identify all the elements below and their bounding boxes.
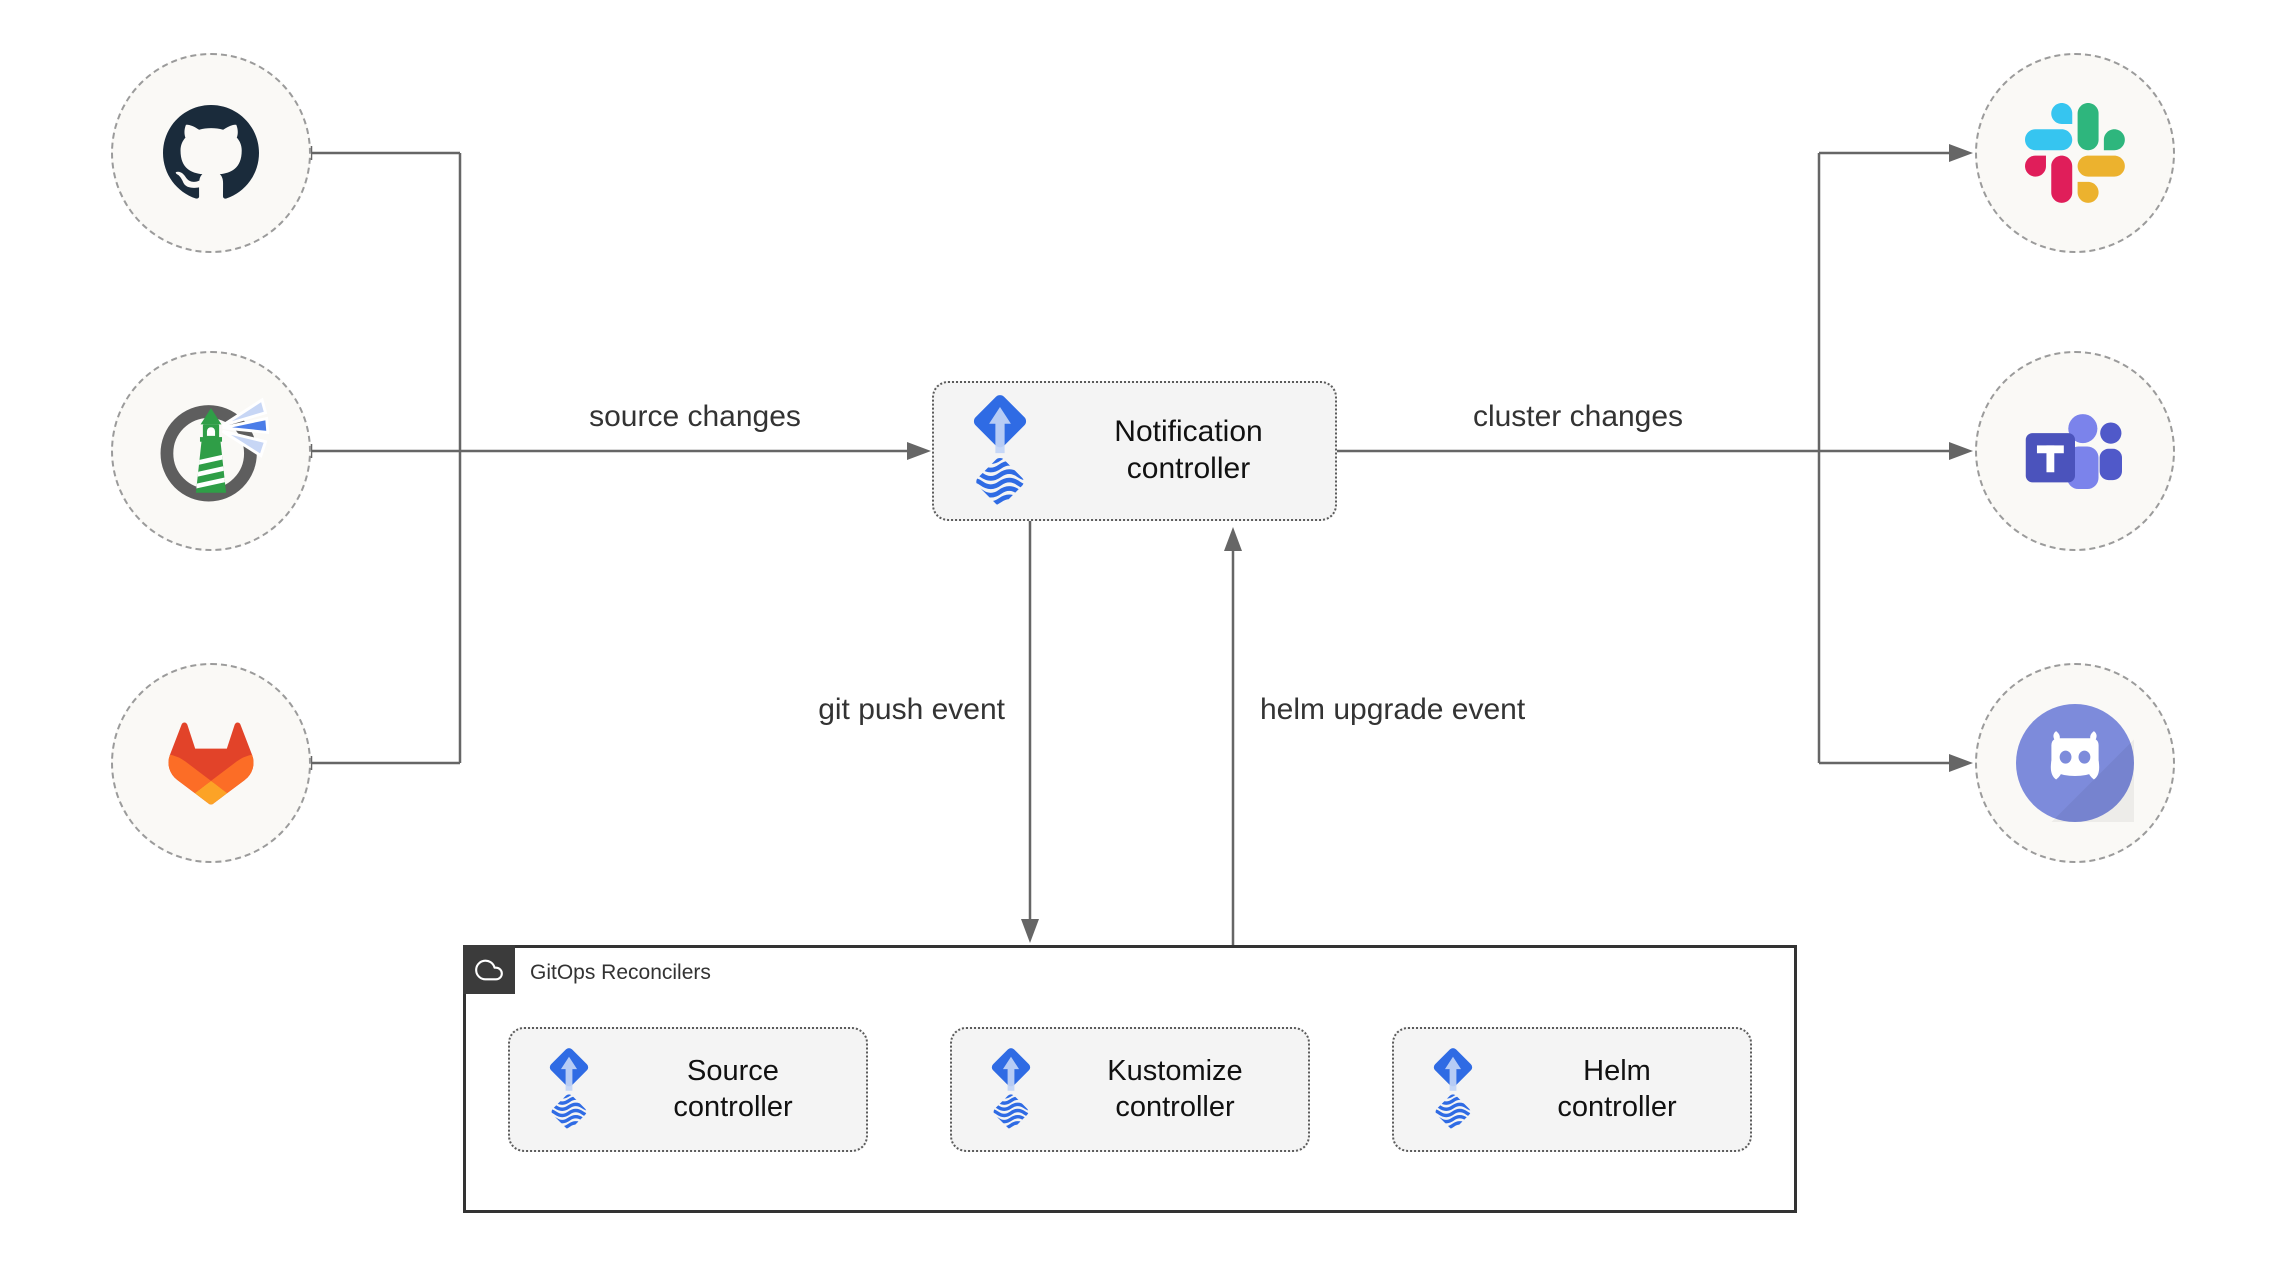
source-controller-label: Source controller [600,1054,866,1125]
gitlab-icon [151,717,271,810]
gitops-group-title: GitOps Reconcilers [530,961,711,984]
gitops-group-tab [463,945,515,994]
source-controller-label-line2: controller [673,1090,793,1123]
kustomize-controller-label: Kustomize controller [1042,1054,1308,1125]
github-icon [163,105,259,201]
edge-sources-to-notification [309,146,907,770]
node-slack [1975,53,2175,253]
arrowhead-into-discord [1949,754,1973,772]
notification-controller-label: Notification controller [1042,414,1335,487]
node-kustomize-controller: Kustomize controller [950,1027,1310,1152]
node-github [111,53,311,253]
node-notification-controller: Notification controller [932,381,1337,521]
cloud-icon [474,956,504,984]
node-gitlab [111,663,311,863]
node-helm-controller: Helm controller [1392,1027,1752,1152]
arrowhead-into-notification [907,442,931,460]
notification-controller-label-line2: controller [1126,452,1251,485]
source-controller-label-line1: Source [687,1055,779,1088]
gitops-reconcilers-group: GitOps Reconcilers Source controller Kus… [463,945,1797,1213]
edge-label-cluster-changes: cluster changes [1472,400,1684,433]
flux-icon [538,1045,600,1134]
flux-icon [1422,1045,1484,1134]
discord-icon [2016,704,2134,822]
kustomize-controller-label-line1: Kustomize [1107,1055,1243,1088]
flux-icon [980,1045,1042,1134]
slack-icon [2025,103,2125,203]
kustomize-controller-label-line2: controller [1115,1090,1235,1123]
arrowhead-into-reconcilers [1021,919,1039,943]
arrowhead-into-notification-bottom [1224,527,1242,551]
edge-notification-to-providers [1337,151,1949,765]
edge-label-helm-upgrade-event: helm upgrade event [1260,693,1526,726]
arrowhead-into-teams [1949,442,1973,460]
node-discord [1975,663,2175,863]
helm-controller-label-line2: controller [1557,1090,1677,1123]
node-harbor [111,351,311,551]
arrowhead-into-slack [1949,144,1973,162]
notification-controller-label-line1: Notification [1114,415,1263,449]
harbor-icon [153,393,269,509]
node-teams [1975,351,2175,551]
microsoft-teams-icon [2019,404,2131,498]
flux-icon [958,391,1042,512]
helm-controller-label-line1: Helm [1583,1055,1651,1088]
helm-controller-label: Helm controller [1484,1054,1750,1125]
node-source-controller: Source controller [508,1027,868,1152]
edge-label-git-push-event: git push event [818,693,1005,726]
edge-label-source-changes: source changes [589,400,801,433]
